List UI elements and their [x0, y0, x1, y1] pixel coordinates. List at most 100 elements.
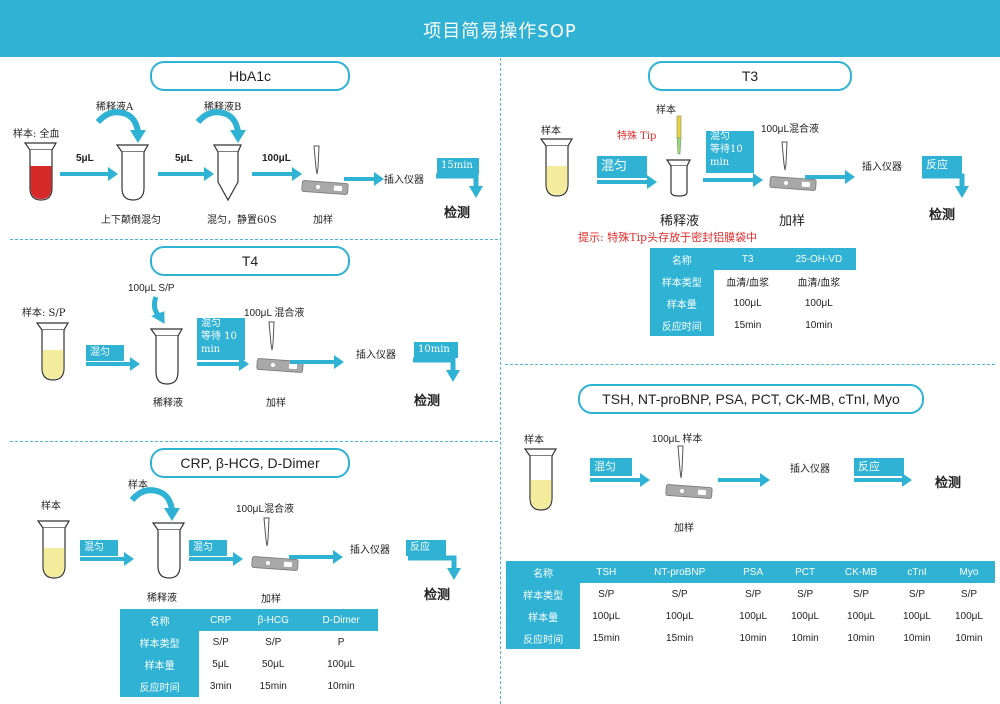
t3-insert: 插入仪器 — [862, 162, 902, 173]
table-row-label: 名称 — [650, 248, 714, 270]
vertical-divider — [500, 58, 501, 704]
conical-tube-icon — [212, 144, 242, 202]
table-cell: 50μL — [262, 658, 285, 670]
t3-mix-badge: 混匀 — [597, 156, 647, 178]
crp-sample-2: 样本 — [128, 480, 148, 491]
t3-add: 加样 — [779, 214, 806, 229]
table-cell: CK-MB — [831, 561, 891, 583]
t4-detect: 检测 — [414, 394, 441, 409]
table-cell: D-Dimer — [304, 609, 378, 631]
hba1c-sample-label: 样本: 全血 — [13, 129, 60, 140]
table-cell: 10min — [791, 632, 819, 644]
table-cell: PSA — [727, 561, 780, 583]
t3-wait-text: 等待10 — [710, 144, 743, 155]
tsh-arrow-2 — [718, 473, 770, 487]
hba1c-mix-2: 混匀，静置60S — [207, 215, 277, 226]
hba1c-volume-1: 5μL — [76, 153, 94, 164]
t3-title: T3 — [648, 61, 852, 91]
t3-mixture: 100μL混合液 — [761, 124, 820, 135]
table-row: 样本类型血清/血浆血清/血浆 — [650, 270, 856, 292]
table-cell: S/P — [908, 588, 926, 600]
diluent-tube-icon — [149, 328, 184, 385]
serum-tube-icon — [36, 520, 71, 579]
t3-arrow-3 — [805, 170, 855, 184]
hba1c-volume-3: 100μL — [262, 153, 291, 164]
tsh-title: TSH, NT-proBNP, PSA, PCT, CK-MB, cTnI, M… — [578, 384, 924, 414]
blood-tube-icon — [23, 142, 58, 201]
t4-arrow-1 — [86, 357, 140, 371]
t3-react-badge: 反应 — [922, 156, 962, 174]
curved-arrow-icon — [195, 109, 246, 143]
table-row-label: 名称 — [120, 609, 200, 631]
crp-react-badge: 反应 — [406, 540, 446, 556]
divider-hba1c-t4 — [10, 239, 498, 240]
table-cell: T3 — [713, 248, 782, 270]
table-cell: 100μL — [592, 610, 621, 622]
t4-wait-mix: 混匀 — [201, 318, 221, 329]
table-cell: 25-OH-VD — [781, 248, 856, 270]
table-cell: 10min — [903, 632, 931, 644]
cartridge-pipette-icon — [256, 321, 304, 373]
crp-arrow-1 — [80, 552, 134, 566]
table-cell: S/P — [265, 636, 282, 648]
table-cell: 100μL — [902, 610, 931, 622]
table-cell: 100μL — [739, 610, 768, 622]
t3-wait-box: 混匀 等待10 min — [706, 131, 754, 173]
t3-detect: 检测 — [929, 208, 956, 223]
t4-wait-unit: min — [201, 344, 221, 355]
table-row-label: 样本量 — [506, 605, 581, 627]
table-row-label: 样本类型 — [650, 270, 714, 292]
diluent-tube-icon — [115, 144, 150, 201]
hba1c-time-badge: 15min — [437, 158, 479, 174]
table-cell: S/P — [598, 588, 615, 600]
table-cell: PCT — [779, 561, 832, 583]
hba1c-volume-2: 5μL — [175, 153, 193, 164]
hba1c-add: 加样 — [313, 215, 333, 226]
table-cell: 3min — [209, 680, 232, 692]
table-cell: 10min — [739, 632, 767, 644]
table-cell: 15min — [734, 319, 762, 331]
crp-sample-label: 样本 — [41, 501, 61, 512]
table-cell: Myo — [942, 561, 995, 583]
table-row-label: 反应时间 — [120, 675, 200, 697]
table-cell: 5μL — [212, 658, 230, 670]
t4-mix-badge: 混匀 — [86, 345, 124, 361]
crp-detect: 检测 — [424, 588, 451, 603]
crp-add: 加样 — [261, 594, 281, 605]
table-cell: P — [337, 636, 345, 648]
hba1c-insert: 插入仪器 — [384, 175, 424, 186]
table-cell: 100μL — [327, 658, 356, 670]
tsh-add: 加样 — [674, 523, 694, 534]
t3-arrow-1 — [597, 175, 657, 189]
table-cell: 100μL — [847, 610, 876, 622]
crp-arrow-2 — [189, 552, 243, 566]
hba1c-arrow-1 — [60, 167, 118, 181]
table-cell: 10min — [955, 632, 983, 644]
t4-arrow-2 — [197, 357, 249, 371]
t3-wait-unit: min — [710, 157, 730, 168]
serum-tube-icon — [523, 448, 558, 511]
bent-arrow-icon — [408, 555, 461, 580]
t4-volume: 100μL S/P — [128, 283, 175, 294]
crp-mix-badge-1: 混匀 — [80, 540, 118, 556]
crp-mixture: 100μL混合液 — [236, 504, 295, 515]
hba1c-arrow-4 — [344, 172, 384, 186]
table-cell: 100μL — [733, 297, 762, 309]
serum-tube-icon — [539, 138, 574, 197]
table-cell: 10min — [847, 632, 875, 644]
t4-insert: 插入仪器 — [356, 350, 396, 361]
special-tip-tube-icon — [665, 115, 691, 197]
table-cell: S/P — [797, 588, 814, 600]
table-cell: TSH — [580, 561, 633, 583]
header-bar: 项目简易操作SOP — [0, 0, 1000, 57]
crp-arrow-3 — [289, 550, 343, 564]
